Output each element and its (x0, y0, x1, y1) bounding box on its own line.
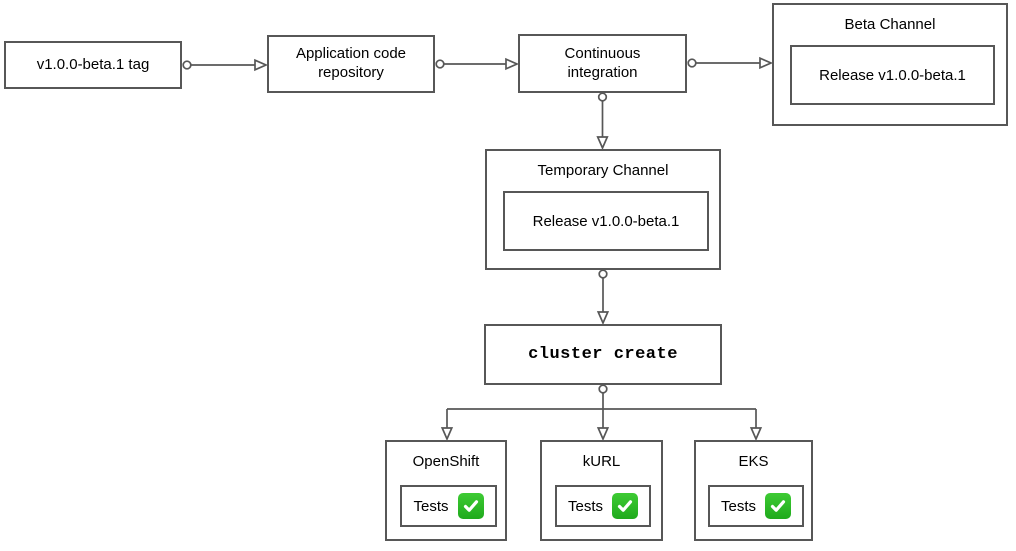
node-cluster-create-command: cluster create (484, 324, 722, 385)
arrowhead-icon (759, 56, 774, 70)
node-beta-channel: Beta Channel Release v1.0.0-beta.1 (772, 3, 1008, 126)
node-version-tag: v1.0.0-beta.1 tag (4, 41, 182, 89)
beta-channel-title: Beta Channel (844, 16, 936, 33)
connector-tag-to-repo (182, 58, 269, 72)
node-version-tag-label: v1.0.0-beta.1 tag (36, 55, 150, 73)
openshift-tests-box: Tests (400, 485, 497, 527)
connector-source-dot (598, 269, 608, 279)
kurl-tests-label: Tests (567, 497, 603, 515)
eks-tests-box: Tests (708, 485, 804, 527)
arrowhead-icon (254, 58, 269, 72)
eks-title: EKS (738, 453, 769, 470)
node-continuous-integration-label: Continuous integration (564, 44, 641, 81)
temporary-channel-release-label: Release v1.0.0-beta.1 (532, 212, 680, 230)
temporary-channel-release-box: Release v1.0.0-beta.1 (503, 191, 709, 251)
arrowhead-icon (596, 136, 609, 151)
connector-source-dot (597, 92, 608, 102)
connector-source-dot (182, 60, 192, 70)
connector-source-dot (435, 59, 445, 69)
eks-tests-label: Tests (720, 497, 756, 515)
connector-temporary-channel-to-cluster-create (596, 269, 610, 326)
connector-source-dot (687, 58, 697, 68)
openshift-title: OpenShift (412, 453, 480, 470)
cluster-create-command-label: cluster create (528, 344, 678, 364)
connector-repo-to-ci (435, 57, 520, 71)
connector-ci-to-temporary-channel (596, 92, 609, 151)
kurl-title: kURL (582, 453, 621, 470)
openshift-tests-label: Tests (413, 497, 449, 515)
node-kurl: kURL Tests (540, 440, 663, 541)
arrowhead-icon (596, 311, 610, 326)
beta-channel-release-box: Release v1.0.0-beta.1 (790, 45, 995, 105)
connector-cluster-create-to-clusters (440, 384, 763, 442)
node-application-code-repository: Application code repository (267, 35, 435, 93)
node-temporary-channel: Temporary Channel Release v1.0.0-beta.1 (485, 149, 721, 270)
check-mark-icon (612, 493, 638, 519)
node-continuous-integration: Continuous integration (518, 34, 687, 93)
arrowhead-icon (505, 57, 520, 71)
arrowhead-icon (749, 427, 763, 442)
kurl-tests-box: Tests (555, 485, 651, 527)
check-mark-icon (765, 493, 791, 519)
node-openshift: OpenShift Tests (385, 440, 507, 541)
connector-source-dot (598, 384, 608, 394)
beta-channel-release-label: Release v1.0.0-beta.1 (819, 66, 966, 84)
node-application-code-repository-label: Application code repository (295, 45, 407, 81)
node-eks: EKS Tests (694, 440, 813, 541)
arrowhead-icon (440, 427, 454, 442)
check-mark-icon (457, 493, 484, 519)
connector-ci-to-beta-channel (687, 56, 774, 70)
temporary-channel-title: Temporary Channel (537, 162, 669, 179)
arrowhead-icon (596, 427, 610, 442)
